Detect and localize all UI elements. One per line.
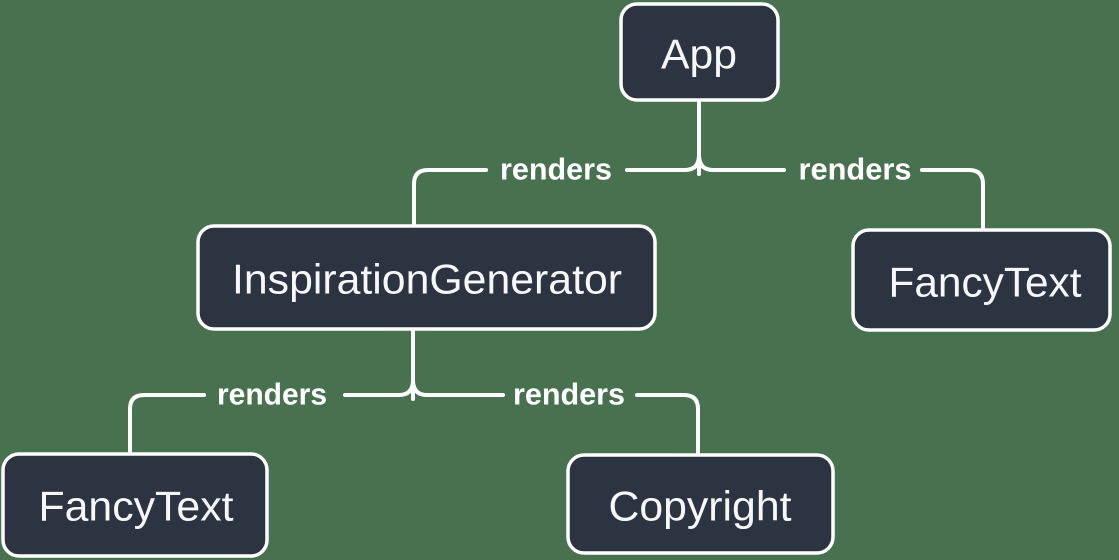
edge-inspirationgenerator-copyright-line-b: [635, 393, 700, 456]
edge-labels: renders renders renders renders: [217, 152, 912, 412]
node-labels: App InspirationGenerator FancyText Fancy…: [39, 31, 1082, 530]
node-copyright-label: Copyright: [609, 483, 792, 530]
edge-label-app-fancytext: renders: [799, 152, 912, 187]
node-fancy-text-top-right: [851, 228, 1112, 332]
node-copyright: [566, 453, 835, 555]
node-app: [619, 2, 780, 102]
edge-label-inspirationgenerator-copyright: renders: [513, 377, 625, 412]
node-fancy-text-bottom-left-label: FancyText: [39, 483, 234, 530]
node-fancy-text-top-right-label: FancyText: [889, 259, 1082, 306]
edge-inspirationgenerator-fancytext-line-b: [128, 393, 206, 455]
edge-label-inspirationgenerator-fancytext: renders: [217, 377, 327, 412]
edge-app-fancytext-line-b: [920, 168, 985, 231]
node-app-label: App: [661, 31, 737, 78]
edge-app-inspirationgenerator-line-b: [412, 168, 488, 227]
node-inspiration-generator-label: InspirationGenerator: [232, 256, 622, 303]
edge-inspirationgenerator-copyright-line-a: [411, 378, 505, 397]
edge-app-fancytext-line-a: [697, 153, 786, 172]
node-fancy-text-bottom-left: [1, 452, 269, 558]
edge-label-app-inspirationgenerator: renders: [500, 152, 612, 187]
edge-lines: [128, 99, 985, 456]
node-inspiration-generator: [196, 224, 657, 331]
